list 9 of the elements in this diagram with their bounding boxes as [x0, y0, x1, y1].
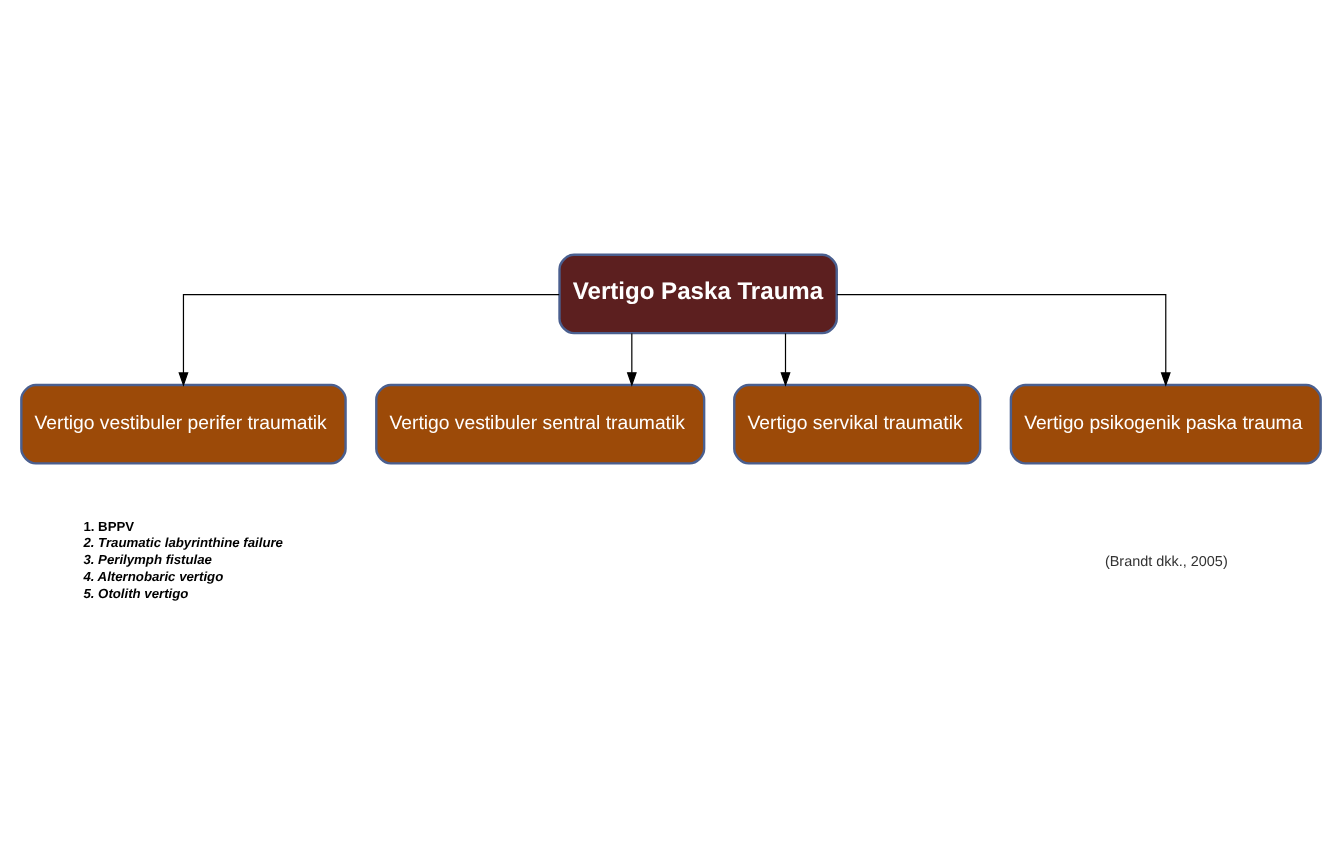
node-box: Vertigo servikal traumatik — [733, 383, 982, 465]
arrow — [780, 332, 791, 387]
arrow — [178, 294, 560, 387]
arrow — [836, 294, 1171, 387]
arrow — [626, 332, 637, 387]
node-box: Vertigo Paska Trauma — [558, 253, 838, 335]
node-box: Vertigo psikogenik paska trauma — [1009, 383, 1322, 465]
node-box: Vertigo vestibuler perifer traumatik — [20, 383, 347, 465]
node-box: Vertigo vestibuler sentral traumatik — [375, 383, 706, 465]
